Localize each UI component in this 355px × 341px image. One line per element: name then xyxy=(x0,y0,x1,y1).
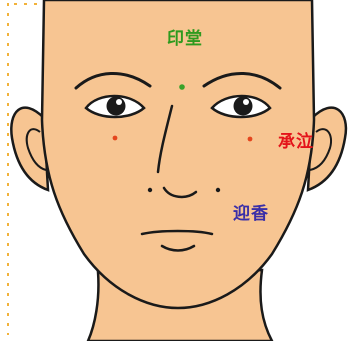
chengqi-left-point-marker xyxy=(113,136,118,141)
chengqi-right-point-marker xyxy=(248,137,253,142)
yintang-label: 印堂 xyxy=(167,31,203,48)
yintang-point-marker xyxy=(179,84,185,90)
chengqi-label: 承泣 xyxy=(278,134,314,151)
yingxiang-label: 迎香 xyxy=(233,206,269,223)
right-nostril xyxy=(216,188,220,192)
left-nostril xyxy=(148,188,152,192)
